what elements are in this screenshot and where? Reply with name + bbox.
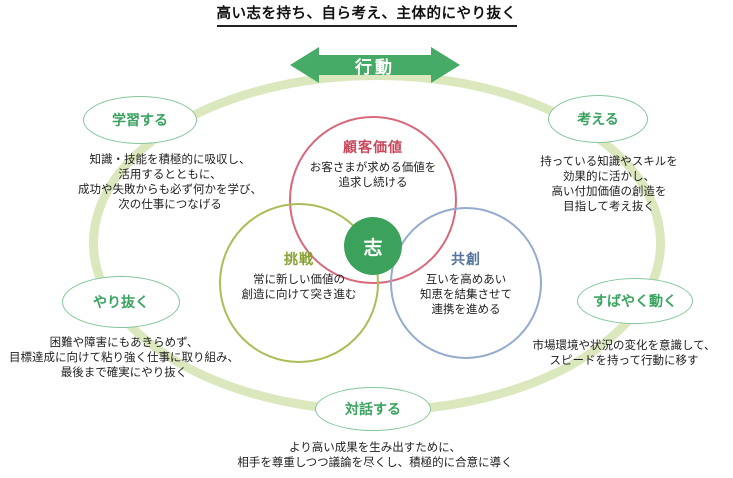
desc-line: 常に新しい価値の <box>253 272 345 286</box>
diagram-title-row: 高い志を持ち、自ら考え、主体的にやり抜く <box>0 2 733 27</box>
challenge-label: 挑戦 <box>284 252 314 268</box>
node-act-quickly: すばやく動く <box>577 278 693 324</box>
cocreation-desc: 互いを高めあい 知恵を結集させて 連携を進める <box>371 272 561 317</box>
desc-line: 相手を尊重しつつ議論を尽くし、積極的に合意に導く <box>237 455 513 469</box>
customer-value-label: 顧客価値 <box>343 140 403 156</box>
desc-line: 活用するとともに、 <box>118 167 222 181</box>
desc-line: 知恵を結集させて <box>420 287 512 301</box>
desc-line: 最後まで確実にやり抜く <box>60 365 188 379</box>
desc-line: お客さまが求める価値を <box>309 160 437 174</box>
customer-value-desc: お客さまが求める価値を 追求し続ける <box>268 160 478 190</box>
venn-circle-challenge <box>219 203 379 363</box>
persist-desc: 困難や障害にもあきらめず、 目標達成に向けて粘り強く仕事に取り組み、 最後まで確… <box>0 335 248 380</box>
act-quickly-desc: 市場環境や状況の変化を意識して、 スピードを持って行動に移す <box>515 338 733 368</box>
desc-line: より高い成果を生み出すために、 <box>289 440 461 454</box>
desc-line: 市場環境や状況の変化を意識して、 <box>532 338 716 352</box>
desc-line: 効果的に活かし、 <box>563 169 655 183</box>
node-persist: やり抜く <box>62 276 180 328</box>
desc-line: 高い付加価値の創造を <box>551 184 667 198</box>
desc-line: 目指して考え抜く <box>563 199 655 213</box>
desc-line: スピードを持って行動に移す <box>549 353 699 367</box>
desc-line: 目標達成に向けて粘り強く仕事に取り組み、 <box>9 350 239 364</box>
desc-line: 連携を進める <box>431 302 501 316</box>
dialogue-desc: より高い成果を生み出すために、 相手を尊重しつつ議論を尽くし、積極的に合意に導く <box>180 440 570 470</box>
desc-line: 知識・技能を積極的に吸収し、 <box>89 152 251 166</box>
node-persist-label: やり抜く <box>93 295 149 311</box>
cocreation-label: 共創 <box>451 252 481 268</box>
node-dialogue: 対話する <box>315 387 431 431</box>
desc-line: 困難や障害にもあきらめず、 <box>49 335 199 349</box>
desc-line: 成功や失敗からも必ず何かを学び、 <box>78 182 262 196</box>
desc-line: 次の仕事につなげる <box>118 197 222 211</box>
node-think: 考える <box>548 95 648 143</box>
desc-line: 互いを高めあい <box>425 272 507 286</box>
action-arrow-icon <box>290 47 460 83</box>
venn-circle-cocreation <box>390 207 542 359</box>
node-learn: 学習する <box>83 96 197 144</box>
desc-line: 追求し続ける <box>338 175 408 189</box>
center-spirit-label: 志 <box>363 236 383 259</box>
node-dialogue-label: 対話する <box>345 402 401 418</box>
node-think-label: 考える <box>577 112 619 128</box>
diagram-title: 高い志を持ち、自ら考え、主体的にやり抜く <box>216 2 517 27</box>
center-spirit-circle: 志 <box>344 217 402 275</box>
think-desc: 持っている知識やスキルを 効果的に活かし、 高い付加価値の創造を 目指して考え抜… <box>495 154 723 214</box>
challenge-desc: 常に新しい価値の 創造に向けて突き進む <box>199 272 399 302</box>
learn-desc: 知識・技能を積極的に吸収し、 活用するとともに、 成功や失敗からも必ず何かを学び… <box>30 152 310 212</box>
action-banner-label: 行動 <box>355 57 395 78</box>
node-act-quickly-label: すばやく動く <box>593 294 677 310</box>
desc-line: 創造に向けて突き進む <box>241 287 357 301</box>
node-learn-label: 学習する <box>112 113 168 129</box>
desc-line: 持っている知識やスキルを <box>540 154 678 168</box>
